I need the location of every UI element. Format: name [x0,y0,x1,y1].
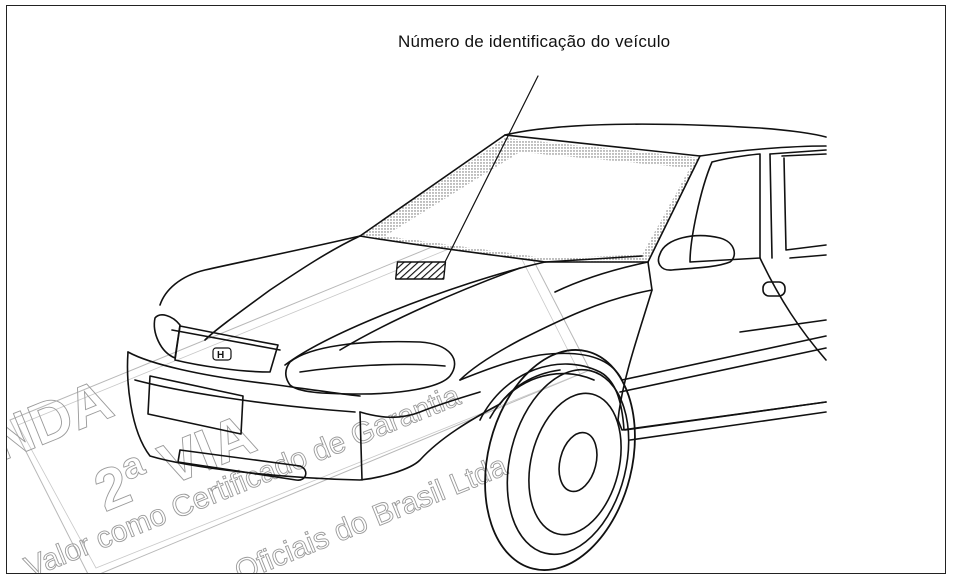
side-window [689,153,761,263]
car-illustration: H [126,75,827,571]
side-mirror [657,234,736,271]
vin-callout-label: Número de identificação do veículo [398,32,671,51]
diagram-frame [6,5,946,574]
grille [174,325,279,373]
callout-leader-line [444,75,539,263]
honda-emblem [212,347,232,361]
watermark: NDA 2ª VIA Valor como Certificado de Gar… [7,214,591,573]
front-door [617,261,827,431]
license-plate [147,375,244,435]
hood [159,235,361,306]
door-handle [762,281,786,297]
roof-line [504,123,827,138]
emblem-letter: H [217,350,224,361]
front-wheel [484,349,636,571]
vin-plate [394,261,447,280]
headlight-right [285,340,456,395]
front-bumper [126,351,501,481]
